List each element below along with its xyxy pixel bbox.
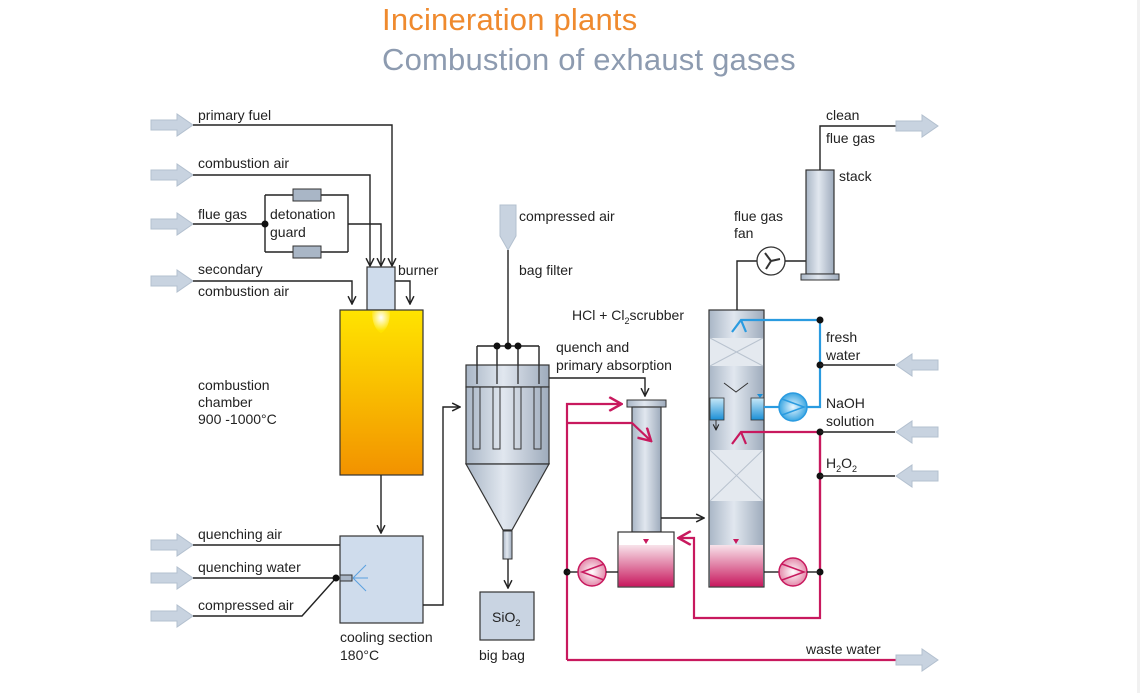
scrubber-pump-icon <box>778 557 808 587</box>
label-primary-fuel: primary fuel <box>198 107 271 123</box>
junction-dot <box>514 342 522 350</box>
label-burner: burner <box>398 262 439 278</box>
input-arrow-secondary-air <box>150 269 194 293</box>
input-arrow-compressed-air <box>150 604 194 628</box>
label-compressed-air-top: compressed air <box>519 208 615 224</box>
input-arrow-flue-gas <box>150 212 194 236</box>
diagram-title: Incineration plants <box>382 2 638 37</box>
junction-dot <box>816 316 824 324</box>
label-clean-2: flue gas <box>826 130 875 146</box>
junction-dot <box>261 220 269 228</box>
burner-feed-lines <box>193 124 410 304</box>
label-fan-2: fan <box>734 225 753 241</box>
label-fresh-water-1: fresh <box>826 329 857 345</box>
label-quench-1: quench and <box>556 339 629 355</box>
cooling-section <box>339 535 424 624</box>
output-arrow-waste-water <box>895 648 939 672</box>
label-naoh-2: solution <box>826 413 874 429</box>
label-scrubber: HCl + Cl2scrubber <box>572 307 684 326</box>
input-arrow-h2o2 <box>895 464 939 488</box>
junction-dot <box>504 342 512 350</box>
scrubber-recirculation-lines <box>731 430 822 572</box>
label-detonation-1: detonation <box>270 206 335 222</box>
naoh-pump-icon <box>778 392 808 422</box>
label-h2o2: H2O2 <box>826 455 857 474</box>
detonation-guard-bottom <box>292 245 322 259</box>
label-detonation-2: guard <box>270 224 306 240</box>
junction-dot <box>493 342 501 350</box>
label-cooling-2: 180°C <box>340 647 379 663</box>
flow-line-cooling-to-filter <box>423 407 460 606</box>
input-arrow-quenching-air <box>150 533 194 557</box>
bag-filter <box>464 364 551 560</box>
flow-line-filter-to-quench <box>549 377 645 396</box>
quench-pump-icon <box>577 557 607 587</box>
spray-nozzle <box>339 574 353 582</box>
flow-line-stack-to-outlet <box>819 125 896 170</box>
input-arrow-fresh-water <box>895 353 939 377</box>
label-clean-1: clean <box>826 107 859 123</box>
input-arrow-combustion-air <box>150 163 194 187</box>
label-chamber-3: 900 -1000°C <box>198 411 277 427</box>
label-compressed-air-left: compressed air <box>198 597 294 613</box>
detonation-guard-top <box>292 188 322 202</box>
label-sio2: SiO2 <box>492 609 520 628</box>
spray-icon <box>352 564 368 592</box>
flue-gas-fan-icon <box>756 246 786 276</box>
input-arrow-primary-fuel <box>150 113 194 137</box>
flame-icon <box>372 311 390 333</box>
label-big-bag: big bag <box>479 647 525 663</box>
label-fresh-water-2: water <box>825 347 861 363</box>
junction-dot <box>332 574 340 582</box>
label-combustion-air: combustion air <box>198 155 289 171</box>
label-waste-water: waste water <box>805 641 881 657</box>
label-stack: stack <box>839 168 873 184</box>
right-feed-lines <box>820 364 895 477</box>
label-secondary-2: combustion air <box>198 283 289 299</box>
label-quenching-air: quenching air <box>198 526 282 542</box>
page-edge <box>1137 0 1140 693</box>
stack <box>800 169 840 281</box>
cooling-feed-lines <box>193 544 340 617</box>
input-arrow-quenching-water <box>150 566 194 590</box>
output-arrow-clean-flue-gas <box>895 114 939 138</box>
fresh-water-lines <box>731 318 822 409</box>
input-arrow-compressed-air-top <box>499 204 517 252</box>
hcl-cl2-scrubber <box>708 309 765 588</box>
label-quench-2: primary absorption <box>556 357 672 373</box>
combustion-chamber <box>339 309 424 476</box>
big-bag <box>479 591 535 641</box>
diagram-subtitle: Combustion of exhaust gases <box>382 42 796 77</box>
label-naoh-1: NaOH <box>826 395 865 411</box>
label-bag-filter: bag filter <box>519 262 573 278</box>
quench-column <box>617 399 675 588</box>
input-arrow-naoh <box>895 420 939 444</box>
label-quenching-water: quenching water <box>198 559 301 575</box>
burner <box>366 266 396 311</box>
label-cooling-1: cooling section <box>340 629 433 645</box>
label-flue-gas: flue gas <box>198 206 247 222</box>
label-secondary-1: secondary <box>198 261 263 277</box>
label-chamber-2: chamber <box>198 394 253 410</box>
flow-line-scrubber-to-fan <box>736 260 757 310</box>
label-chamber-1: combustion <box>198 377 270 393</box>
label-fan-1: flue gas <box>734 208 783 224</box>
